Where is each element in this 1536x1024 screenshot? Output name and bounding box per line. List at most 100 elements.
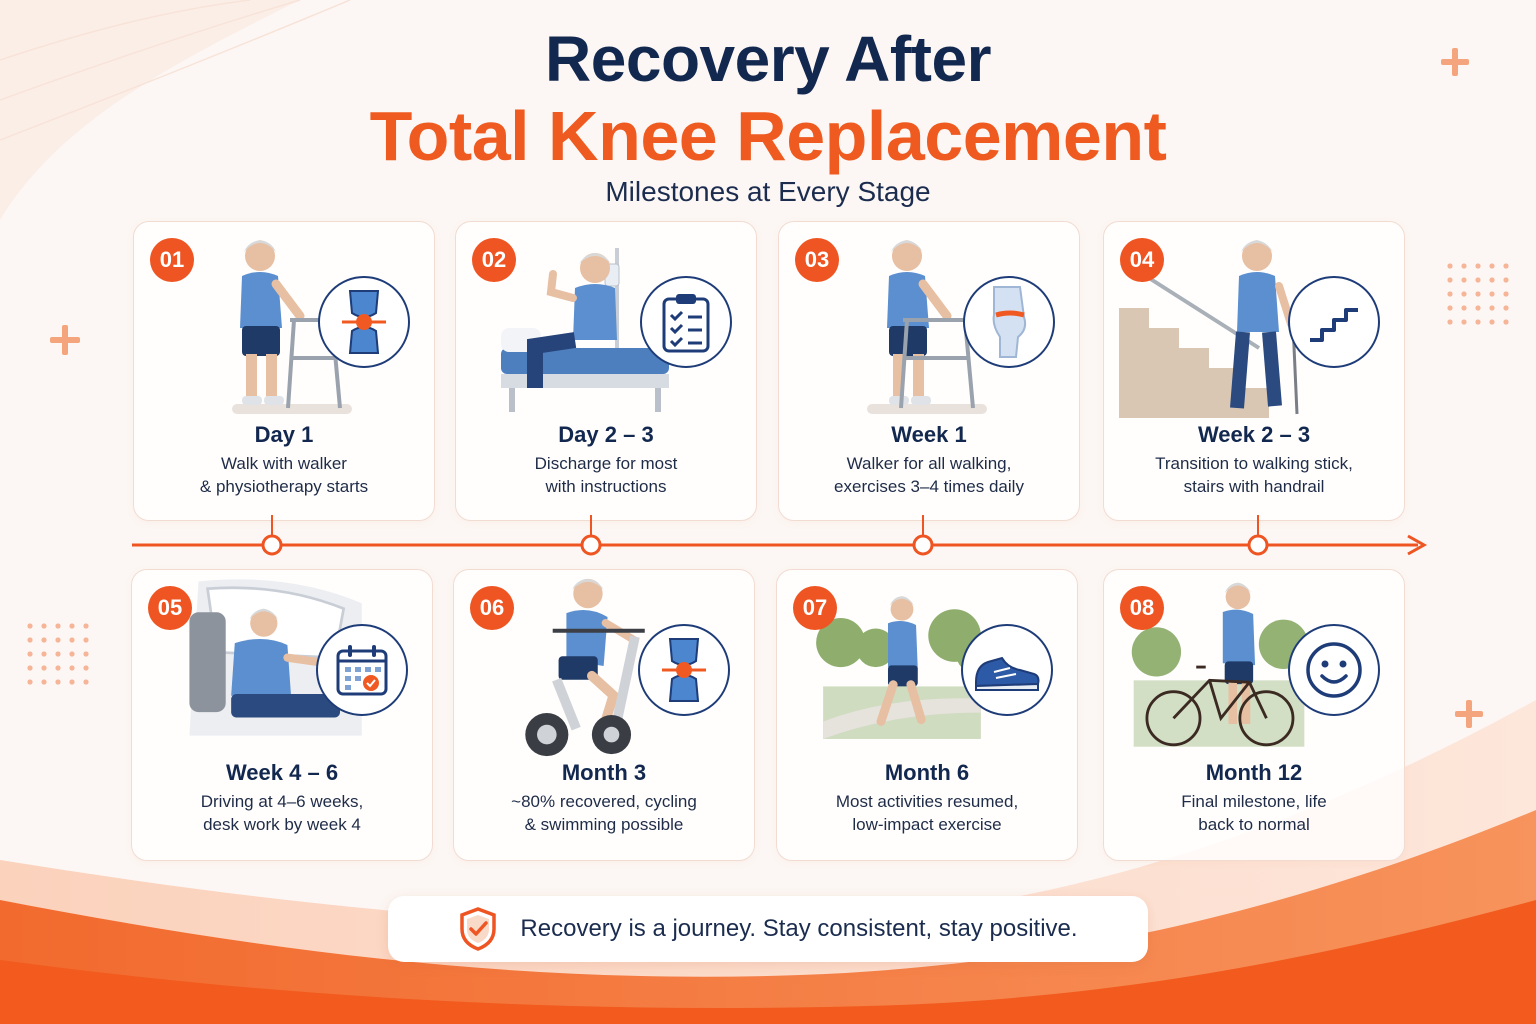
milestone-description-line-1: Discharge for most xyxy=(534,454,678,473)
sneaker-icon xyxy=(961,624,1053,716)
decorative-dot xyxy=(41,623,47,629)
decorative-dot xyxy=(41,637,47,643)
page-title-line-1: Recovery After xyxy=(545,23,991,95)
milestone-number-badge: 02 xyxy=(472,238,516,282)
milestone-description-line-1: Driving at 4–6 weeks, xyxy=(200,792,364,811)
decorative-dot xyxy=(55,679,61,685)
milestone-number-badge: 01 xyxy=(150,238,194,282)
milestone-description-line-2: desk work by week 4 xyxy=(203,815,361,834)
decorative-dot xyxy=(69,679,75,685)
decorative-dot xyxy=(69,623,75,629)
man-with-walker-illustration xyxy=(867,240,987,414)
decorative-dot xyxy=(83,637,89,643)
milestone-number-badge: 03 xyxy=(795,238,839,282)
decorative-dot xyxy=(1447,263,1453,269)
decorative-dot xyxy=(1489,319,1495,325)
milestone-description-line-1: Most activities resumed, xyxy=(835,792,1019,811)
milestone-description-line-1: Final milestone, life xyxy=(1181,792,1327,811)
milestone-stage: Month 6 xyxy=(884,760,970,785)
decorative-dot xyxy=(27,665,33,671)
milestone-card-month-12: 08 Month 12 Final milestone, life back t… xyxy=(1103,569,1405,861)
decorative-dot xyxy=(1447,319,1453,325)
milestone-description-line-2: low-impact exercise xyxy=(852,815,1002,834)
milestone-number-badge: 07 xyxy=(793,586,837,630)
shield-check-icon xyxy=(460,907,497,951)
smiley-face-icon xyxy=(1288,624,1380,716)
milestone-card-month-6: 07 Month 6 Most activities resumed, low-… xyxy=(776,569,1078,861)
decorative-dot xyxy=(27,651,33,657)
decorative-dot xyxy=(27,623,33,629)
decorative-dot xyxy=(1489,305,1495,311)
milestone-stage: Day 1 xyxy=(254,422,314,447)
decorative-dot xyxy=(1503,291,1509,297)
milestone-card-week-1: 03 Week 1 Walker for all walking, exerci… xyxy=(778,221,1080,521)
decorative-dot xyxy=(1447,305,1453,311)
stairs-icon xyxy=(1288,276,1380,368)
decorative-dot xyxy=(41,665,47,671)
milestone-description-line-1: Transition to walking stick, xyxy=(1155,454,1353,473)
knee-joint-icon xyxy=(318,276,410,368)
decorative-dot xyxy=(69,637,75,643)
decorative-dot xyxy=(1475,277,1481,283)
milestone-number-badge: 04 xyxy=(1120,238,1164,282)
decorative-dot xyxy=(1461,277,1467,283)
decorative-dot xyxy=(55,651,61,657)
decorative-dot xyxy=(83,623,89,629)
decorative-dot xyxy=(83,665,89,671)
decorative-dot xyxy=(1489,277,1495,283)
decorative-dot xyxy=(41,679,47,685)
decorative-dot xyxy=(1461,263,1467,269)
decorative-dot xyxy=(27,637,33,643)
decorative-dot xyxy=(69,665,75,671)
milestone-card-day-1: 01 Day 1 Walk with walker & physiotherap… xyxy=(133,221,435,521)
decorative-dot xyxy=(1447,277,1453,283)
decorative-dot xyxy=(1475,319,1481,325)
man-walking-in-park-illustration xyxy=(816,596,992,739)
man-with-walker-illustration xyxy=(232,240,352,414)
milestone-description-line-2: stairs with handrail xyxy=(1183,477,1325,496)
milestone-description-line-2: with instructions xyxy=(545,477,667,496)
milestone-card-month-3: 06 Month 3 ~80% recovered, cycling & swi… xyxy=(453,569,755,861)
decorative-dot xyxy=(41,651,47,657)
motivation-banner: Recovery is a journey. Stay consistent, … xyxy=(388,896,1148,962)
leg-knee-icon xyxy=(963,276,1055,368)
page-subtitle: Milestones at Every Stage xyxy=(605,176,931,207)
milestone-stage: Month 12 xyxy=(1205,760,1303,785)
decorative-dot xyxy=(1461,319,1467,325)
milestone-number-badge: 06 xyxy=(470,586,514,630)
man-on-exercise-bike-illustration xyxy=(525,578,645,757)
clipboard-checklist-icon xyxy=(640,276,732,368)
milestone-card-day-2-3: 02 Day 2 – 3 Discharge for most with ins… xyxy=(455,221,757,521)
milestone-number-badge: 08 xyxy=(1120,586,1164,630)
knee-joint-icon xyxy=(638,624,730,716)
decorative-dot xyxy=(1503,305,1509,311)
motivation-text: Recovery is a journey. Stay consistent, … xyxy=(520,915,1078,942)
decorative-dot xyxy=(83,679,89,685)
decorative-dot xyxy=(1489,263,1495,269)
man-sitting-on-hospital-bed-illustration xyxy=(501,248,669,412)
milestone-stage: Month 3 xyxy=(561,760,647,785)
man-driving-car-illustration xyxy=(189,579,362,736)
decorative-dot xyxy=(1447,291,1453,297)
milestone-stage: Week 4 – 6 xyxy=(225,760,339,785)
decorative-dot xyxy=(1503,263,1509,269)
decorative-dot xyxy=(1475,263,1481,269)
milestone-description-line-1: Walker for all walking, xyxy=(846,454,1012,473)
milestone-description-line-2: exercises 3–4 times daily xyxy=(834,477,1024,496)
milestone-description-line-2: & physiotherapy starts xyxy=(199,477,369,496)
decorative-dot xyxy=(69,651,75,657)
milestone-number-badge: 05 xyxy=(148,586,192,630)
milestone-card-week-2-3: 04 Week 2 – 3 Transition to walking stic… xyxy=(1103,221,1405,521)
decorative-dot xyxy=(1503,319,1509,325)
calendar-icon xyxy=(316,624,408,716)
decorative-dot xyxy=(55,665,61,671)
milestone-stage: Week 1 xyxy=(891,422,967,447)
decorative-dot xyxy=(55,623,61,629)
decorative-dot xyxy=(55,637,61,643)
milestone-stage: Week 2 – 3 xyxy=(1197,422,1311,447)
milestone-description-line-2: back to normal xyxy=(1198,815,1310,834)
decorative-dot xyxy=(83,651,89,657)
decorative-dot xyxy=(1489,291,1495,297)
page-title-line-2: Total Knee Replacement xyxy=(369,97,1167,175)
